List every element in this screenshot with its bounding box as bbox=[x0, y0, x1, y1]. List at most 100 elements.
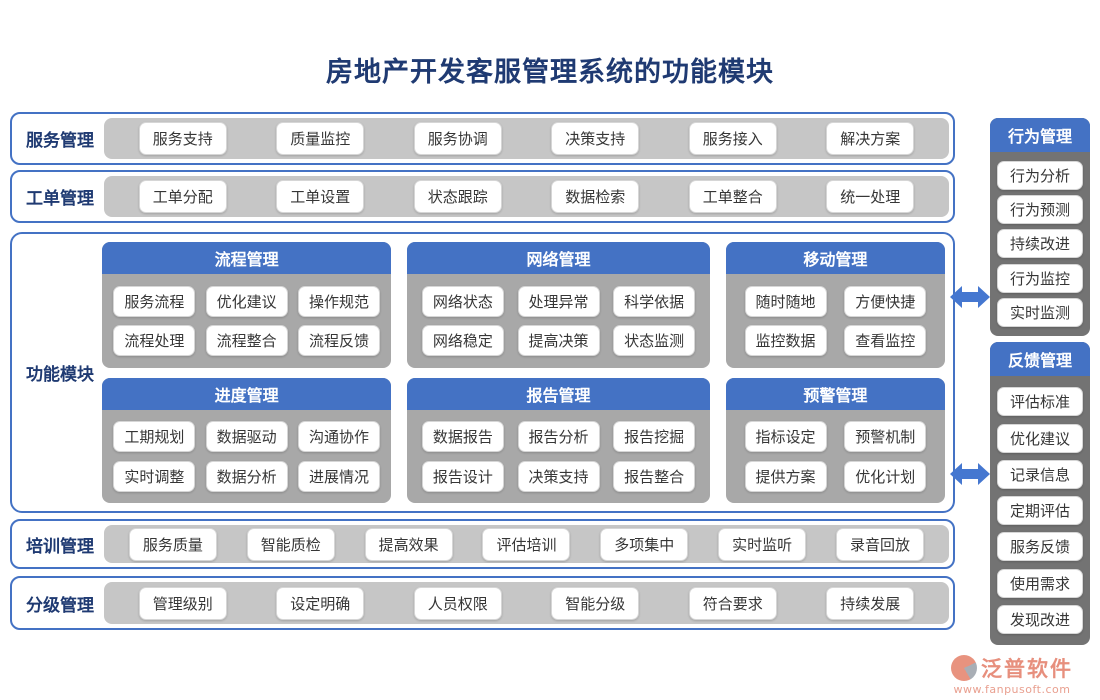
module-chip: 录音回放 bbox=[835, 527, 924, 561]
module-chip: 符合要求 bbox=[688, 586, 777, 620]
module-chip: 持续改进 bbox=[997, 229, 1083, 259]
module-chip: 数据报告 bbox=[421, 421, 504, 452]
module-chip: 查看监控 bbox=[844, 325, 927, 356]
module-chip: 操作规范 bbox=[297, 285, 380, 317]
module-chip: 行为预测 bbox=[997, 195, 1083, 225]
module-chip: 实时监测 bbox=[997, 297, 1083, 327]
module-chip: 评估标准 bbox=[997, 387, 1083, 417]
module-chip: 设定明确 bbox=[276, 586, 365, 620]
band-items-grading: 管理级别 设定明确 人员权限 智能分级 符合要求 持续发展 bbox=[104, 582, 949, 624]
module-chip: 实时调整 bbox=[113, 460, 196, 492]
module-chip: 沟通协作 bbox=[297, 421, 380, 452]
module-chip: 工单设置 bbox=[276, 180, 365, 213]
module-chip: 管理级别 bbox=[138, 586, 227, 620]
panel-items: 服务流程优化建议操作规范流程处理流程整合流程反馈 bbox=[102, 274, 391, 368]
panel-items: 指标设定预警机制提供方案优化计划 bbox=[726, 410, 945, 504]
module-chip: 质量监控 bbox=[276, 122, 365, 155]
module-chip: 服务流程 bbox=[113, 285, 196, 317]
module-chip: 工期规划 bbox=[113, 421, 196, 452]
side-panel-feedback-management: 反馈管理 评估标准优化建议记录信息定期评估服务反馈使用需求发现改进 bbox=[990, 342, 1090, 645]
module-chip: 优化建议 bbox=[205, 285, 288, 317]
module-chip: 服务接入 bbox=[688, 122, 777, 155]
module-chip: 优化建议 bbox=[997, 423, 1083, 453]
panel-progress-management: 进度管理 工期规划数据驱动沟通协作实时调整数据分析进展情况 bbox=[102, 377, 392, 504]
module-chip: 网络状态 bbox=[421, 285, 504, 317]
module-chip: 报告挖掘 bbox=[613, 421, 696, 452]
module-chip: 数据分析 bbox=[205, 460, 288, 492]
module-chip: 多项集中 bbox=[600, 527, 689, 561]
band-label-function-modules: 功能模块 bbox=[26, 365, 94, 385]
module-chip: 使用需求 bbox=[997, 568, 1083, 598]
module-chip: 网络稳定 bbox=[421, 325, 504, 356]
module-chip: 数据驱动 bbox=[205, 421, 288, 452]
module-chip: 持续发展 bbox=[826, 586, 915, 620]
panel-network-management: 网络管理 网络状态处理异常科学依据网络稳定提高决策状态监测 bbox=[407, 242, 710, 368]
panel-mobile-management: 移动管理 随时随地方便快捷监控数据查看监控 bbox=[725, 242, 945, 368]
module-chip: 进展情况 bbox=[297, 460, 380, 492]
module-chip: 工单整合 bbox=[688, 180, 777, 213]
side-panel-items: 评估标准优化建议记录信息定期评估服务反馈使用需求发现改进 bbox=[990, 376, 1090, 645]
module-chip: 科学依据 bbox=[613, 285, 696, 317]
module-chip: 指标设定 bbox=[744, 421, 827, 452]
panel-flow-management: 流程管理 服务流程优化建议操作规范流程处理流程整合流程反馈 bbox=[102, 242, 392, 368]
band-service-management: 服务管理 服务支持 质量监控 服务协调 决策支持 服务接入 解决方案 bbox=[10, 112, 955, 165]
band-items-training: 服务质量智能质检提高效果评估培训多项集中实时监听录音回放 bbox=[104, 525, 949, 563]
module-chip: 处理异常 bbox=[517, 285, 600, 317]
band-label-grading: 分级管理 bbox=[26, 595, 94, 616]
module-chip: 流程整合 bbox=[205, 325, 288, 356]
panel-title: 预警管理 bbox=[725, 377, 945, 410]
module-chip: 决策支持 bbox=[517, 460, 600, 492]
panel-title: 网络管理 bbox=[407, 242, 710, 274]
band-label-training: 培训管理 bbox=[26, 536, 94, 557]
panel-items: 数据报告报告分析报告挖掘报告设计决策支持报告整合 bbox=[407, 410, 709, 504]
module-chip: 解决方案 bbox=[826, 122, 915, 155]
band-label-service: 服务管理 bbox=[26, 131, 94, 151]
module-chip: 流程处理 bbox=[113, 325, 196, 356]
module-chip: 决策支持 bbox=[551, 122, 640, 155]
panel-warning-management: 预警管理 指标设定预警机制提供方案优化计划 bbox=[725, 377, 945, 504]
side-panel-title: 反馈管理 bbox=[990, 342, 1090, 376]
band-training-management: 培训管理 服务质量智能质检提高效果评估培训多项集中实时监听录音回放 bbox=[10, 519, 955, 569]
panel-items: 随时随地方便快捷监控数据查看监控 bbox=[726, 274, 945, 368]
module-chip: 服务反馈 bbox=[997, 532, 1083, 562]
module-chip: 服务协调 bbox=[413, 122, 502, 155]
panel-items: 工期规划数据驱动沟通协作实时调整数据分析进展情况 bbox=[102, 410, 391, 504]
module-chip: 智能质检 bbox=[246, 527, 335, 561]
panel-title: 流程管理 bbox=[102, 242, 392, 274]
module-chip: 方便快捷 bbox=[844, 285, 927, 317]
module-chip: 监控数据 bbox=[744, 325, 827, 356]
module-chip: 状态跟踪 bbox=[413, 180, 502, 213]
function-modules-grid: 流程管理 服务流程优化建议操作规范流程处理流程整合流程反馈 网络管理 网络状态处… bbox=[102, 240, 947, 505]
module-chip: 提供方案 bbox=[744, 460, 827, 492]
module-chip: 人员权限 bbox=[413, 586, 502, 620]
panel-title: 移动管理 bbox=[725, 242, 945, 274]
module-chip: 服务支持 bbox=[138, 122, 227, 155]
module-chip: 流程反馈 bbox=[297, 325, 380, 356]
module-chip: 预警机制 bbox=[844, 421, 927, 452]
module-chip: 行为分析 bbox=[997, 161, 1083, 191]
module-chip: 提高决策 bbox=[517, 325, 600, 356]
module-chip: 定期评估 bbox=[997, 496, 1083, 525]
module-chip: 优化计划 bbox=[844, 460, 927, 492]
side-panel-behavior-management: 行为管理 行为分析行为预测持续改进行为监控实时监测 bbox=[990, 118, 1090, 336]
side-panel-items: 行为分析行为预测持续改进行为监控实时监测 bbox=[990, 152, 1090, 336]
module-chip: 发现改进 bbox=[997, 604, 1083, 634]
vendor-name: 泛普软件 bbox=[981, 657, 1073, 681]
side-panel-title: 行为管理 bbox=[990, 118, 1090, 152]
band-items-workorder: 工单分配工单设置状态跟踪数据检索工单整合统一处理 bbox=[104, 176, 949, 217]
module-chip: 报告设计 bbox=[421, 460, 504, 492]
vendor-logo: 泛普软件 www.fanpusoft.com bbox=[932, 653, 1092, 696]
vendor-url: www.fanpusoft.com bbox=[953, 683, 1071, 696]
module-chip: 统一处理 bbox=[826, 180, 915, 213]
panel-title: 报告管理 bbox=[407, 377, 710, 410]
module-chip: 报告分析 bbox=[517, 421, 600, 452]
module-chip: 记录信息 bbox=[997, 459, 1083, 489]
band-workorder-management: 工单管理 工单分配工单设置状态跟踪数据检索工单整合统一处理 bbox=[10, 170, 955, 223]
page-title: 房地产开发客服管理系统的功能模块 bbox=[326, 57, 774, 88]
module-chip: 评估培训 bbox=[482, 527, 571, 561]
module-chip: 提高效果 bbox=[364, 527, 453, 561]
module-chip: 智能分级 bbox=[551, 586, 640, 620]
module-chip: 随时随地 bbox=[744, 285, 827, 317]
module-chip: 报告整合 bbox=[613, 460, 696, 492]
